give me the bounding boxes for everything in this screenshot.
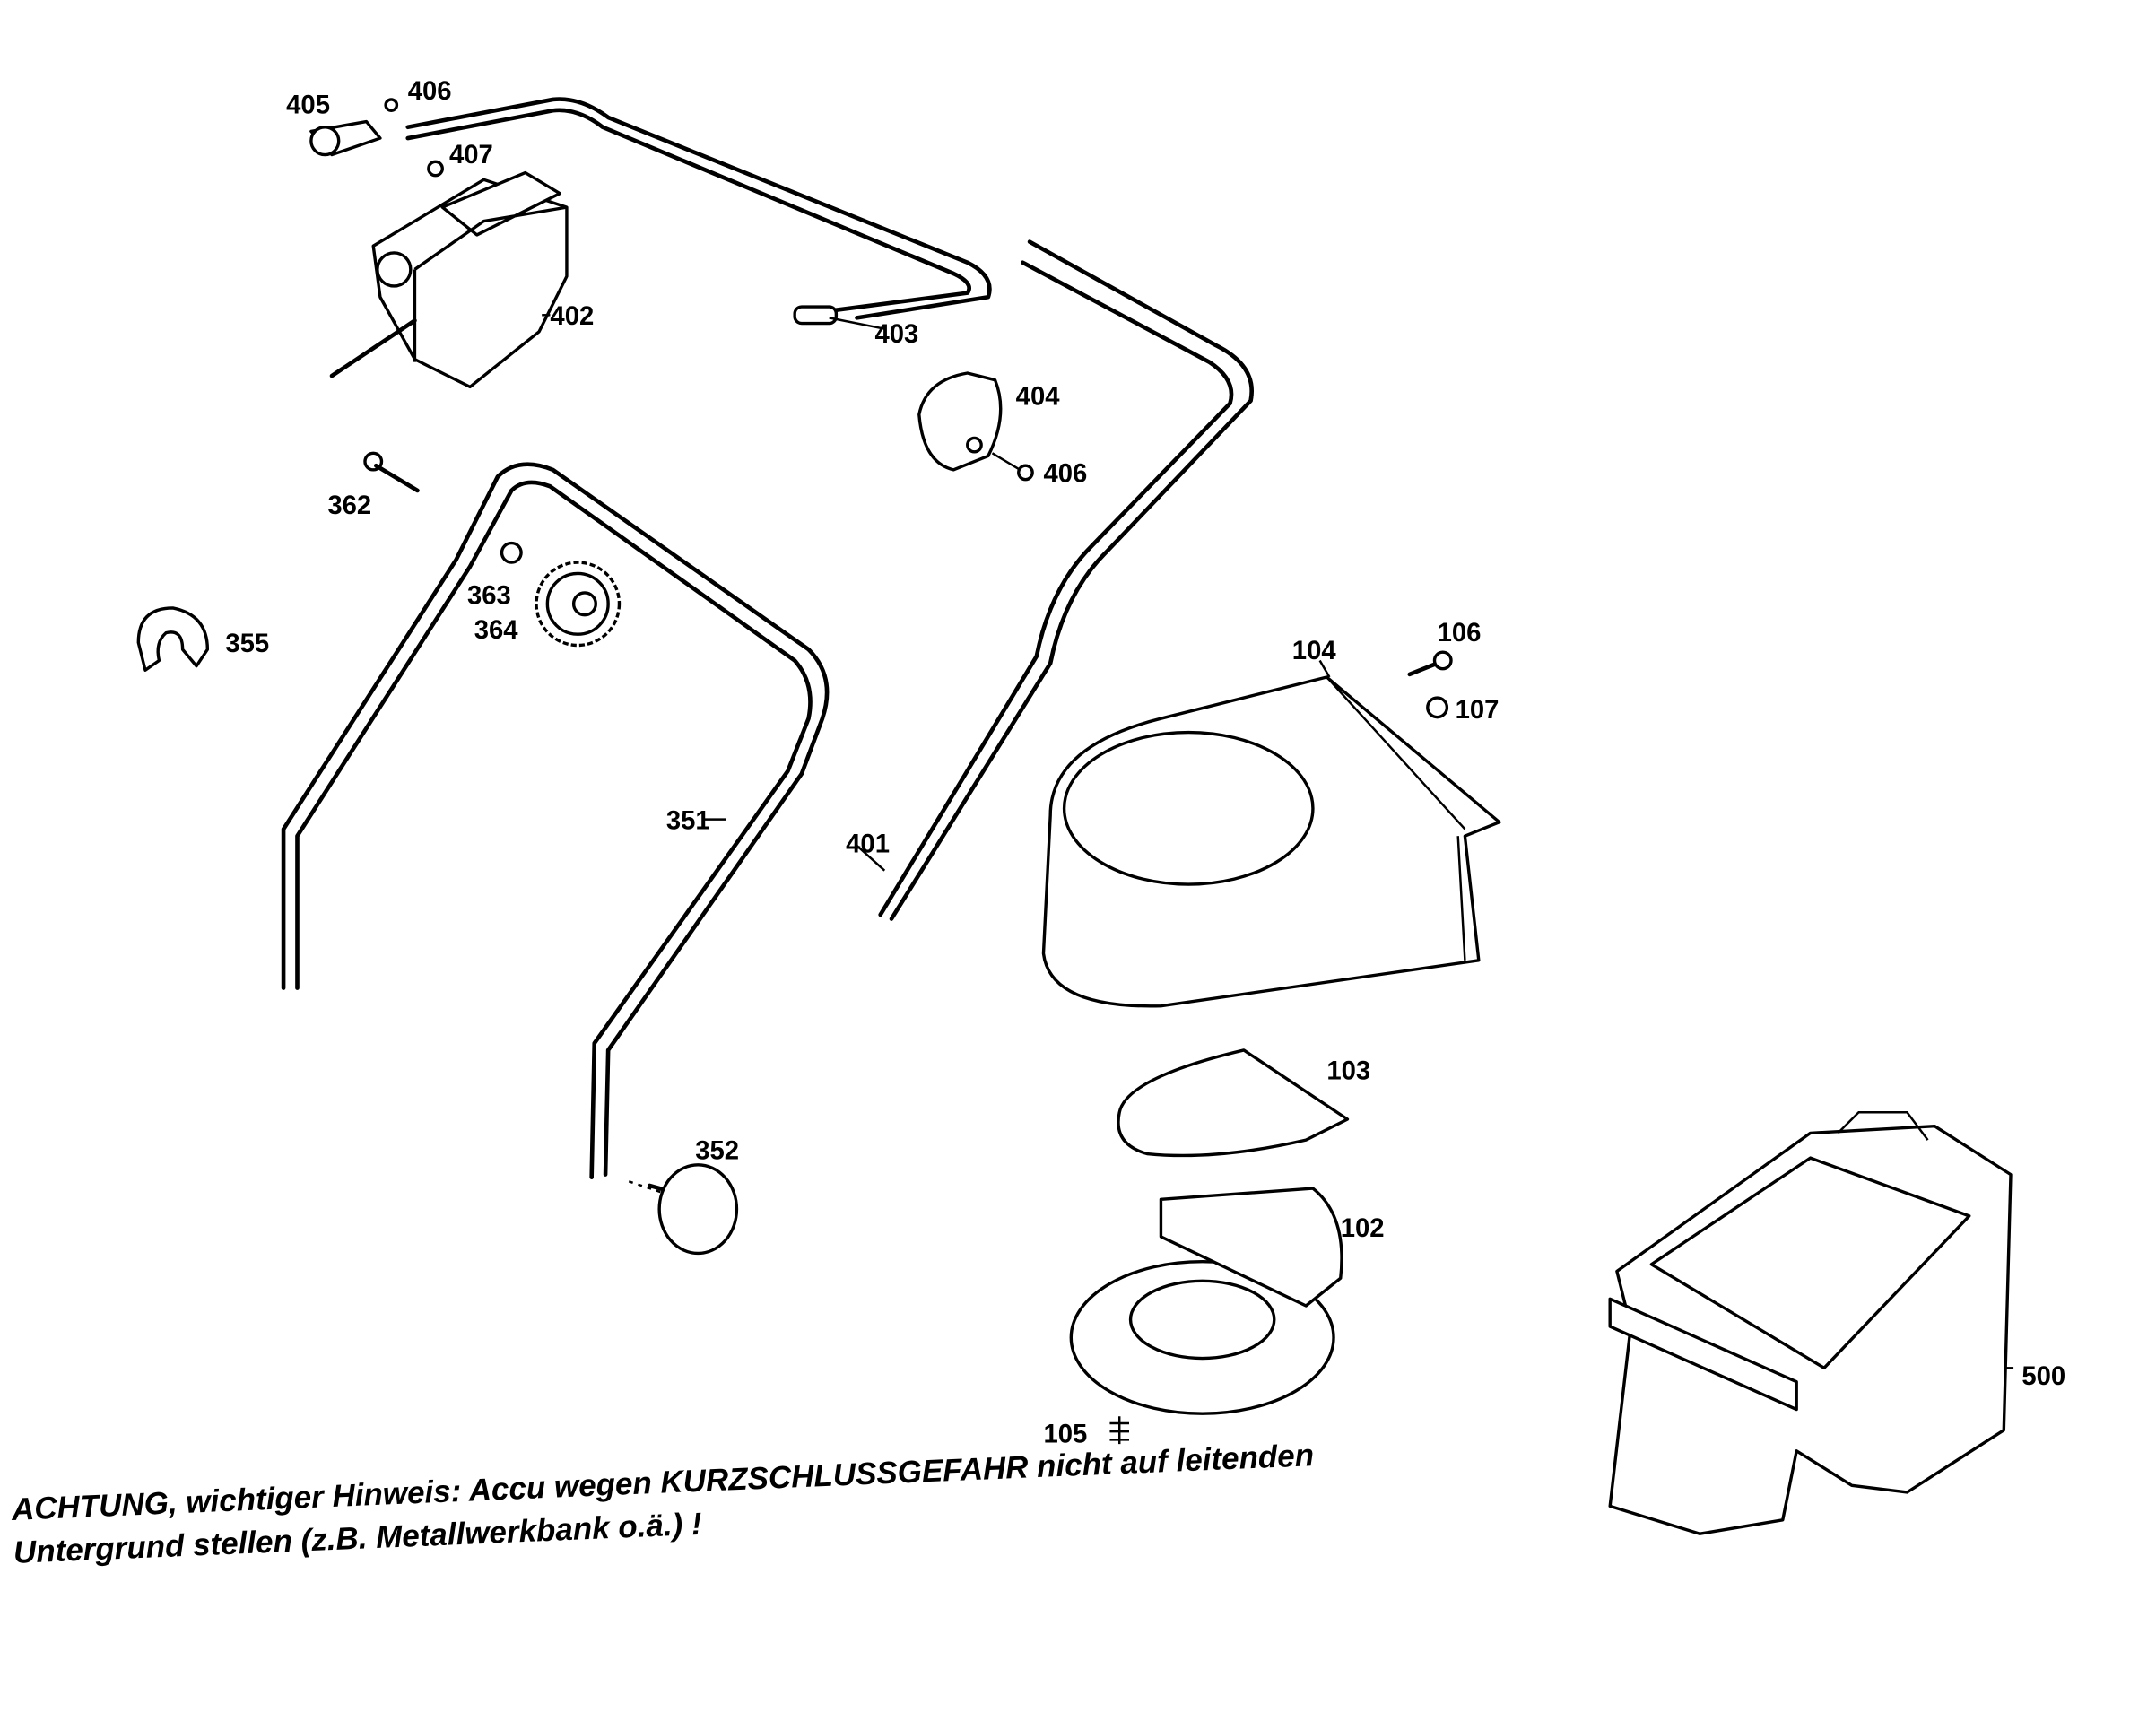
clip-405 xyxy=(309,119,382,157)
part-labels: 405 406 407 402 403 404 406 362 363 364 … xyxy=(225,77,2065,1449)
label-403: 403 xyxy=(875,320,919,349)
screw-106 xyxy=(1407,650,1453,677)
label-104: 104 xyxy=(1292,637,1337,665)
switch-box-402 xyxy=(329,170,569,389)
label-105: 105 xyxy=(1043,1421,1087,1449)
battery-500 xyxy=(1608,1111,2013,1535)
clip-355 xyxy=(136,606,210,672)
washer-363 xyxy=(500,541,523,564)
label-107: 107 xyxy=(1456,696,1500,725)
screw-406 xyxy=(384,98,399,112)
label-402: 402 xyxy=(550,302,594,331)
label-102: 102 xyxy=(1341,1214,1385,1243)
label-363: 363 xyxy=(467,581,511,610)
cover-103 xyxy=(1117,1048,1350,1158)
label-406: 406 xyxy=(408,77,452,106)
label-351: 351 xyxy=(666,806,710,835)
label-355: 355 xyxy=(225,630,269,658)
label-500: 500 xyxy=(2021,1362,2065,1391)
label-406b: 406 xyxy=(1043,460,1087,489)
screw-105 xyxy=(1109,1416,1130,1445)
label-106: 106 xyxy=(1438,619,1482,648)
label-362: 362 xyxy=(327,491,371,520)
label-407: 407 xyxy=(449,141,493,170)
label-405: 405 xyxy=(286,91,330,119)
label-404: 404 xyxy=(1016,382,1061,411)
nut-107 xyxy=(1426,696,1449,719)
bolt-362 xyxy=(363,451,420,493)
housing-104 xyxy=(1041,675,1501,1008)
disc-102 xyxy=(1069,1187,1343,1415)
knob-352 xyxy=(628,1163,739,1256)
leader-lines xyxy=(542,314,2014,1369)
label-364: 364 xyxy=(474,616,519,645)
handle-frame-351 xyxy=(281,462,830,1180)
clamp-404 xyxy=(917,371,1034,482)
gear-knob-364 xyxy=(535,561,622,648)
screw-407 xyxy=(427,160,444,178)
label-352: 352 xyxy=(695,1137,739,1166)
upper-handle-403 xyxy=(405,97,992,326)
label-401: 401 xyxy=(846,830,890,859)
label-103: 103 xyxy=(1326,1056,1370,1085)
handle-tube-401 xyxy=(878,239,1254,921)
